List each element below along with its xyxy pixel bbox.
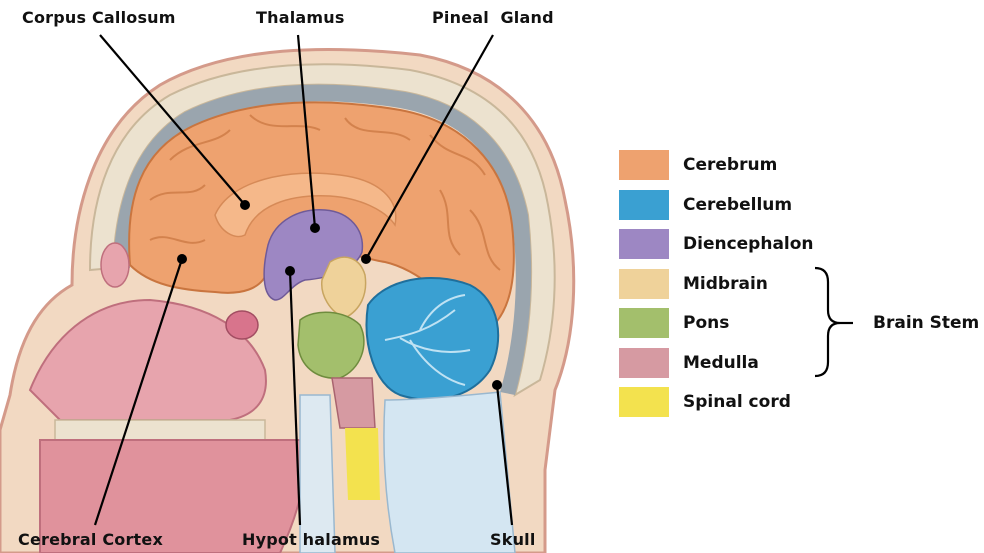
legend-label-spinal-cord: Spinal cord — [683, 392, 791, 412]
dot-corpus-callosum — [240, 200, 250, 210]
label-skull: Skull — [490, 530, 536, 549]
legend-swatch-midbrain — [619, 269, 669, 299]
dot-hypothalamus — [285, 266, 295, 276]
label-pineal-gland: Pineal Gland — [432, 8, 554, 27]
dot-skull — [492, 380, 502, 390]
spinal-cord — [345, 428, 380, 500]
legend-swatch-diencephalon — [619, 229, 669, 259]
legend-label-medulla: Medulla — [683, 353, 759, 373]
dot-cerebral-cortex — [177, 254, 187, 264]
dot-pineal-gland — [361, 254, 371, 264]
pons — [298, 312, 364, 378]
sphenoid-sinus — [226, 311, 258, 339]
legend-label-pons: Pons — [683, 313, 729, 333]
palate — [55, 420, 265, 440]
legend-swatch-cerebrum — [619, 150, 669, 180]
legend-group-brain-stem: Brain Stem — [873, 313, 979, 333]
legend-swatch-pons — [619, 308, 669, 338]
legend-label-midbrain: Midbrain — [683, 274, 768, 294]
legend-swatch-spinal-cord — [619, 387, 669, 417]
label-hypothalamus: Hypot halamus — [242, 530, 380, 549]
legend-swatch-medulla — [619, 348, 669, 378]
dot-thalamus — [310, 223, 320, 233]
label-thalamus: Thalamus — [256, 8, 345, 27]
legend-label-cerebrum: Cerebrum — [683, 155, 777, 175]
label-cerebral-cortex: Cerebral Cortex — [18, 530, 163, 549]
brain-stem-bracket — [815, 268, 840, 376]
legend-swatch-cerebellum — [619, 190, 669, 220]
label-corpus-callosum: Corpus Callosum — [22, 8, 176, 27]
legend-label-diencephalon: Diencephalon — [683, 234, 814, 254]
frontal-sinus — [101, 243, 129, 287]
legend-label-cerebellum: Cerebellum — [683, 195, 792, 215]
neck-tissue — [384, 392, 515, 553]
medulla — [332, 378, 375, 428]
